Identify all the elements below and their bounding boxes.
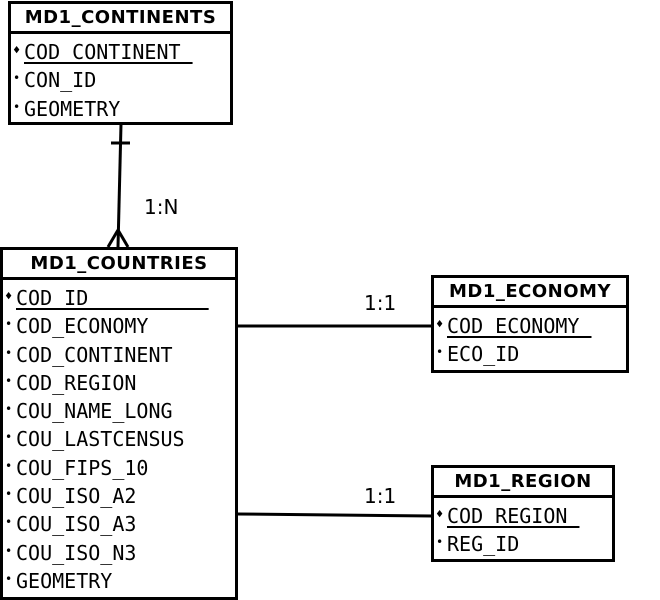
attribute-name: COD_REGION	[16, 370, 137, 395]
key-marker-icon: ♦	[436, 507, 444, 521]
primary-key-attribute: ♦COD_CONTINENT	[11, 38, 230, 66]
attribute: •COD_ECONOMY	[3, 312, 235, 340]
entity-title: MD1_COUNTRIES	[3, 250, 235, 280]
attribute-list: ♦COD_ID •COD_ECONOMY•COD_CONTINENT•COD_R…	[3, 280, 235, 595]
attribute-name: CON_ID	[24, 68, 97, 93]
attribute-name: COD_ID	[16, 286, 209, 310]
attribute-name: COU_ISO_A2	[16, 484, 137, 509]
attribute-name: COU_ISO_A3	[16, 512, 137, 537]
entity-md1-region[interactable]: MD1_REGION ♦COD_REGION •REG_ID	[431, 465, 615, 562]
attribute-marker-icon: •	[5, 317, 13, 332]
attribute-name: COD_CONTINENT	[24, 40, 193, 64]
attribute-marker-icon: •	[5, 487, 13, 502]
attribute-marker-icon: •	[436, 345, 444, 360]
attribute-marker-icon: •	[5, 571, 13, 586]
attribute: •COU_ISO_A2	[3, 482, 235, 510]
attribute-marker-icon: •	[13, 99, 21, 114]
attribute-marker-icon: •	[436, 535, 444, 550]
attribute: •COD_CONTINENT	[3, 341, 235, 369]
attribute-name: COU_LASTCENSUS	[16, 427, 185, 452]
attribute-marker-icon: •	[5, 515, 13, 530]
attribute-list: ♦COD_REGION •REG_ID	[434, 498, 612, 559]
attribute: •CON_ID	[11, 66, 230, 94]
primary-key-attribute: ♦COD_REGION	[434, 502, 612, 530]
primary-key-attribute: ♦COD_ID	[3, 284, 235, 312]
relationship-label-continents-countries: 1:N	[144, 195, 179, 219]
entity-title: MD1_REGION	[434, 468, 612, 498]
relationship-label-countries-region: 1:1	[364, 484, 397, 508]
attribute-marker-icon: •	[5, 430, 13, 445]
key-marker-icon: ♦	[436, 317, 444, 331]
attribute: •COU_NAME_LONG	[3, 397, 235, 425]
attribute-name: COD_REGION	[447, 504, 580, 528]
attribute: •COU_ISO_N3	[3, 539, 235, 567]
attribute-name: REG_ID	[447, 532, 520, 557]
attribute: •COU_FIPS_10	[3, 454, 235, 482]
attribute-name: GEOMETRY	[24, 96, 121, 121]
entity-title: MD1_CONTINENTS	[11, 4, 230, 34]
entity-md1-continents[interactable]: MD1_CONTINENTS ♦COD_CONTINENT •CON_ID•GE…	[8, 1, 233, 125]
primary-key-attribute: ♦COD_ECONOMY	[434, 312, 626, 340]
entity-md1-economy[interactable]: MD1_ECONOMY ♦COD_ECONOMY •ECO_ID	[431, 275, 629, 373]
attribute-list: ♦COD_CONTINENT •CON_ID•GEOMETRY	[11, 34, 230, 123]
attribute: •COD_REGION	[3, 369, 235, 397]
attribute: •GEOMETRY	[3, 567, 235, 595]
attribute-name: COU_ISO_N3	[16, 540, 137, 565]
attribute-name: COD_CONTINENT	[16, 342, 173, 367]
attribute-name: COD_ECONOMY	[447, 314, 592, 338]
attribute-marker-icon: •	[5, 345, 13, 360]
entity-title: MD1_ECONOMY	[434, 278, 626, 308]
crow-foot-right	[116, 229, 130, 248]
relationship-label-countries-economy: 1:1	[364, 291, 397, 315]
attribute: •ECO_ID	[434, 340, 626, 368]
key-marker-icon: ♦	[5, 289, 13, 303]
attribute-name: COD_ECONOMY	[16, 314, 149, 339]
attribute: •COU_LASTCENSUS	[3, 425, 235, 453]
attribute-name: COU_NAME_LONG	[16, 399, 173, 424]
attribute-list: ♦COD_ECONOMY •ECO_ID	[434, 308, 626, 369]
entity-md1-countries[interactable]: MD1_COUNTRIES ♦COD_ID •COD_ECONOMY•COD_C…	[0, 247, 238, 600]
attribute-marker-icon: •	[13, 71, 21, 86]
attribute-marker-icon: •	[5, 402, 13, 417]
crow-foot-left	[106, 229, 120, 248]
attribute-name: COU_FIPS_10	[16, 455, 149, 480]
attribute-marker-icon: •	[5, 458, 13, 473]
key-marker-icon: ♦	[13, 43, 21, 57]
attribute: •GEOMETRY	[11, 95, 230, 123]
attribute-marker-icon: •	[5, 543, 13, 558]
attribute: •REG_ID	[434, 530, 612, 558]
attribute-name: GEOMETRY	[16, 568, 113, 593]
connector-countries-region	[236, 512, 434, 518]
attribute-name: ECO_ID	[447, 342, 520, 367]
attribute: •COU_ISO_A3	[3, 510, 235, 538]
attribute-marker-icon: •	[5, 373, 13, 388]
